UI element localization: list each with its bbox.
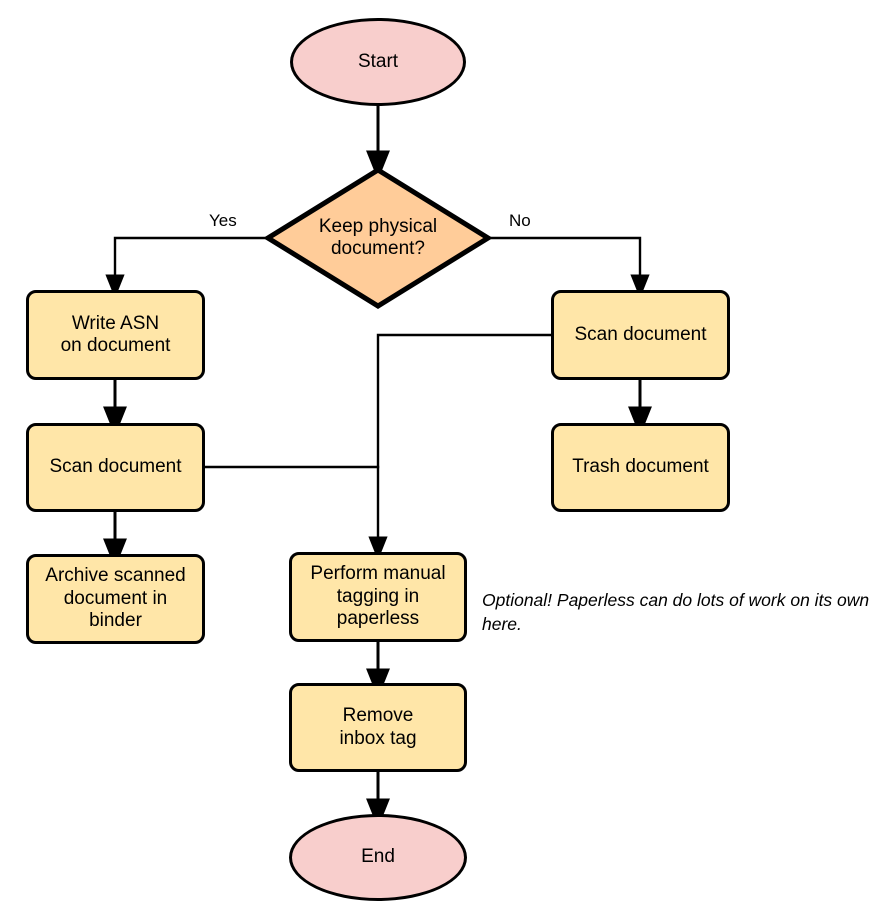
edge-label-no-text: No bbox=[509, 211, 531, 230]
tagging-line2: tagging in bbox=[336, 585, 420, 607]
edge-yes-to-write-asn bbox=[105, 236, 267, 299]
archive-line2: document in bbox=[63, 587, 168, 609]
node-tagging-label: Perform manual tagging in paperless bbox=[310, 563, 445, 630]
node-write-asn-on-document[interactable]: Write ASN on document bbox=[26, 290, 205, 380]
node-end-label: End bbox=[361, 846, 395, 868]
decision-label-line2: document? bbox=[330, 238, 425, 259]
decision-diamond-shape bbox=[265, 167, 491, 309]
edge-label-no: No bbox=[509, 211, 531, 231]
node-trash-document-label: Trash document bbox=[572, 456, 709, 478]
tagging-line1: Perform manual bbox=[310, 563, 446, 585]
node-keep-physical-document[interactable]: Keep physical document? bbox=[265, 167, 491, 309]
node-keep-physical-document-label: Keep physical document? bbox=[319, 216, 437, 261]
node-write-asn-label: Write ASN on document bbox=[61, 313, 171, 358]
edge-scan-right-to-tagging bbox=[368, 333, 554, 561]
node-scan-document-right[interactable]: Scan document bbox=[551, 290, 730, 380]
node-end[interactable]: End bbox=[289, 814, 467, 901]
node-trash-document[interactable]: Trash document bbox=[551, 423, 730, 512]
node-scan-document-left[interactable]: Scan document bbox=[26, 423, 205, 512]
node-remove-inbox-label: Remove inbox tag bbox=[339, 705, 416, 750]
decision-label-line1: Keep physical bbox=[318, 215, 438, 237]
archive-line1: Archive scanned bbox=[45, 565, 186, 587]
node-perform-manual-tagging[interactable]: Perform manual tagging in paperless bbox=[289, 552, 467, 642]
annotation-optional-note: Optional! Paperless can do lots of work … bbox=[482, 589, 882, 636]
edge-label-yes: Yes bbox=[209, 211, 237, 231]
archive-line3: binder bbox=[89, 610, 142, 632]
annotation-optional-note-text: Optional! Paperless can do lots of work … bbox=[482, 590, 870, 634]
edge-label-yes-text: Yes bbox=[209, 211, 237, 230]
node-start-label: Start bbox=[357, 50, 399, 72]
node-start[interactable]: Start bbox=[290, 18, 466, 106]
write-asn-line2: on document bbox=[60, 335, 171, 356]
tagging-line3: paperless bbox=[336, 608, 420, 630]
node-scan-document-left-label: Scan document bbox=[49, 456, 182, 478]
remove-inbox-line1: Remove bbox=[342, 705, 414, 727]
edge-no-to-scan-right bbox=[489, 236, 650, 299]
node-remove-inbox-tag[interactable]: Remove inbox tag bbox=[289, 683, 467, 772]
write-asn-line1: Write ASN bbox=[71, 312, 160, 334]
remove-inbox-line2: inbox tag bbox=[339, 727, 417, 749]
node-scan-document-right-label: Scan document bbox=[574, 323, 707, 345]
node-archive-label: Archive scanned document in binder bbox=[45, 565, 185, 632]
node-archive-scanned-document[interactable]: Archive scanned document in binder bbox=[26, 554, 205, 644]
